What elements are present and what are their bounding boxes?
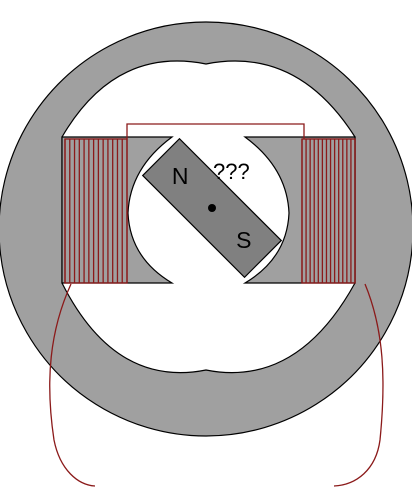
coil-connecting-wire [126, 123, 305, 139]
left-coil [64, 138, 128, 284]
rotor-axle [208, 204, 216, 212]
south-pole-label: S [236, 227, 251, 253]
question-label: ??? [213, 159, 250, 184]
coil-outline [301, 138, 356, 284]
north-pole-label: N [172, 163, 189, 189]
coil-outline [64, 138, 128, 284]
right-pole-piece [242, 136, 356, 284]
rotor-magnet: N S [141, 137, 283, 279]
left-lead-wire [49, 283, 96, 487]
right-coil [301, 138, 356, 284]
right-lead-wire [333, 283, 384, 487]
